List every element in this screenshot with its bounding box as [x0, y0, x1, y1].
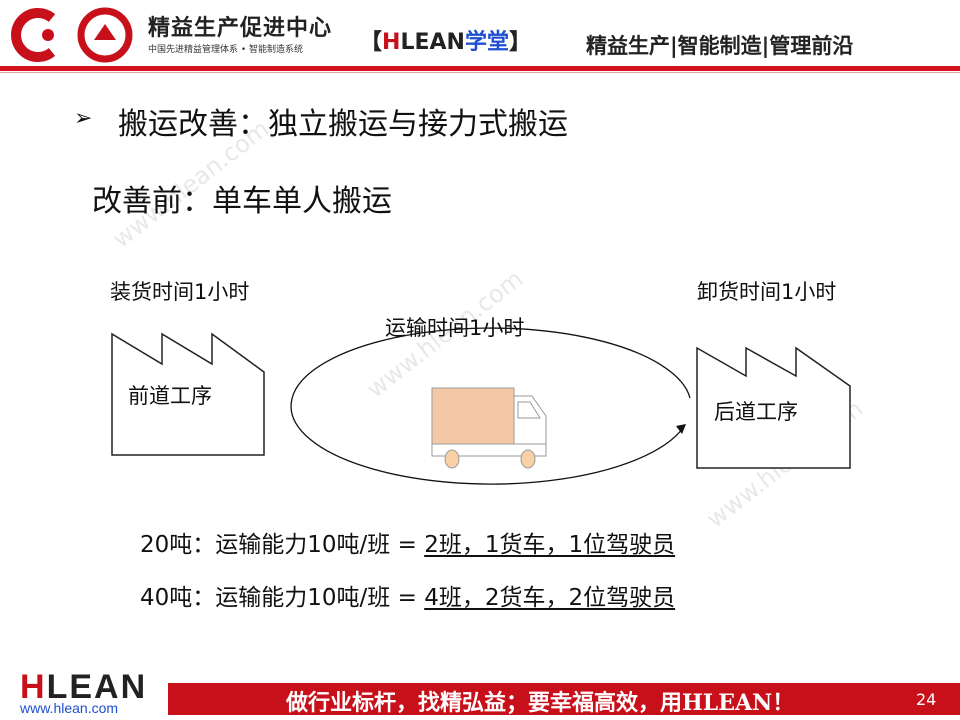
calculation-40t-prefix: 40吨：运输能力10吨/班 = [140, 585, 425, 611]
footer-url[interactable]: www.hlean.com [20, 700, 119, 716]
brand-h: H [382, 30, 401, 55]
transport-loop-arrow-icon [290, 327, 691, 485]
header-slogan: 精益生产|智能制造|管理前沿 [586, 34, 854, 58]
calculation-20t: 20吨：运输能力10吨/班 = 2班，1货车，1位驾驶员 [140, 525, 675, 559]
calculation-20t-prefix: 20吨：运输能力10吨/班 = [140, 532, 425, 558]
footer-logo-lean: LEAN [46, 668, 148, 706]
back-process-label: 后道工序 [714, 400, 798, 424]
page-number: 24 [916, 690, 937, 709]
header-divider [0, 66, 960, 71]
slide-subtitle: 改善前：单车单人搬运 [92, 184, 392, 219]
org-name: 精益生产促进中心 [148, 16, 333, 41]
truck-icon [431, 387, 547, 469]
slide-title: 搬运改善：独立搬运与接力式搬运 [118, 107, 568, 142]
brand-xuetang: 学堂 [464, 30, 509, 55]
footer-logo-h: H [20, 668, 47, 706]
header-divider-thin [0, 72, 960, 73]
brand-tag: 【HLEAN学堂】 [360, 24, 531, 56]
calculation-40t: 40吨：运输能力10吨/班 = 4班，2货车，2位驾驶员 [140, 578, 675, 612]
transport-time-label: 运输时间1小时 [385, 316, 525, 340]
org-subtitle: 中国先进精益管理体系 • 智能制造系统 [148, 45, 304, 55]
brand-lean: LEAN [400, 30, 465, 55]
logo-c-icon [11, 8, 56, 62]
calculation-40t-result: 4班，2货车，2位驾驶员 [424, 585, 676, 611]
brand-bracket-right: 】 [508, 30, 531, 55]
header: 精益生产促进中心 中国先进精益管理体系 • 智能制造系统 【HLEAN学堂】 精… [0, 0, 960, 73]
footer-bar [168, 683, 960, 715]
front-process-label: 前道工序 [128, 384, 212, 408]
unload-time-label: 卸货时间1小时 [697, 280, 837, 304]
brand-bracket-left: 【 [360, 30, 383, 55]
logo-ring-icon [77, 7, 133, 63]
load-time-label: 装货时间1小时 [110, 280, 250, 304]
footer-slogan: 做行业标杆，找精弘益；要幸福高效，用HLEAN！ [286, 690, 795, 716]
factory-front-icon [111, 332, 265, 456]
arrow-icon [676, 424, 686, 434]
factory-back-icon [696, 346, 851, 469]
calculation-20t-result: 2班，1货车，1位驾驶员 [424, 532, 676, 558]
footer-logo: HLEAN [20, 668, 147, 707]
bullet-arrow-icon: ➢ [74, 106, 93, 131]
